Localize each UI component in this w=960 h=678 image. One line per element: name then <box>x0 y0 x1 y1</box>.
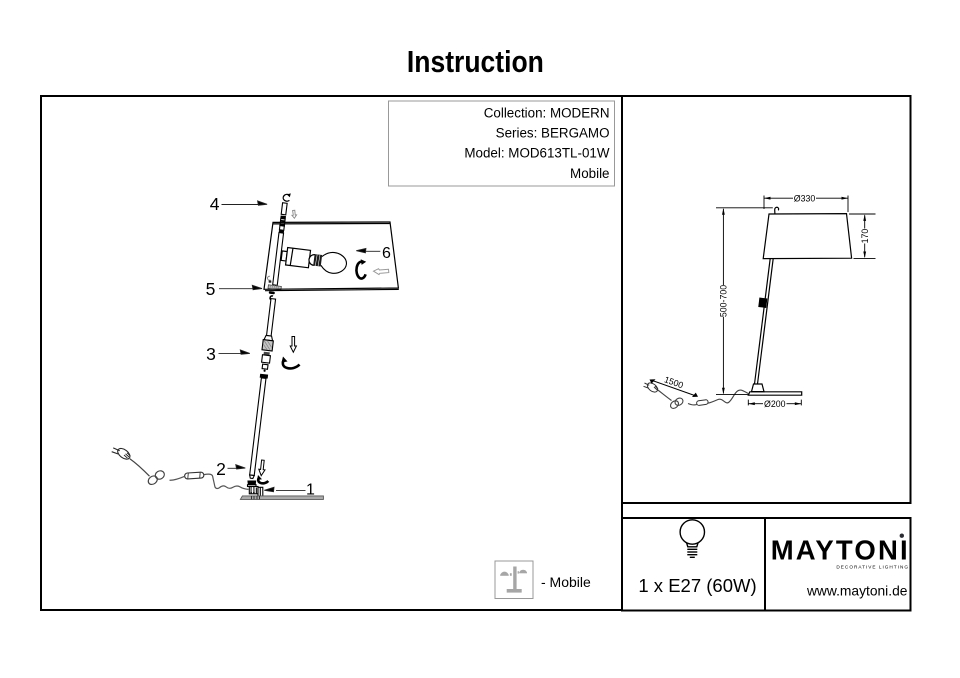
svg-text:www.maytoni.de: www.maytoni.de <box>806 583 908 598</box>
svg-text:1: 1 <box>306 482 315 499</box>
svg-text:Ø330: Ø330 <box>794 193 816 203</box>
svg-text:3: 3 <box>206 344 216 364</box>
svg-text:500-700: 500-700 <box>719 285 729 317</box>
svg-text:2: 2 <box>216 459 226 479</box>
svg-text:4: 4 <box>210 194 220 214</box>
svg-text:Instruction: Instruction <box>407 45 544 79</box>
svg-text:Collection: MODERN: Collection: MODERN <box>484 105 610 120</box>
svg-text:Model: MOD613TL-01W: Model: MOD613TL-01W <box>464 146 609 161</box>
svg-text:6: 6 <box>382 245 391 262</box>
svg-text:5: 5 <box>206 279 216 299</box>
svg-text:Ø200: Ø200 <box>764 399 786 409</box>
svg-text:170: 170 <box>860 229 870 244</box>
svg-text:DECORATIVE LIGHTING: DECORATIVE LIGHTING <box>836 565 909 570</box>
svg-text:Mobile: Mobile <box>570 166 609 181</box>
svg-text:Series: BERGAMO: Series: BERGAMO <box>496 126 610 141</box>
svg-text:1 x E27 (60W): 1 x E27 (60W) <box>638 575 756 596</box>
svg-text:- Mobile: - Mobile <box>541 574 591 590</box>
svg-text:MAYTONI: MAYTONI <box>771 535 910 566</box>
